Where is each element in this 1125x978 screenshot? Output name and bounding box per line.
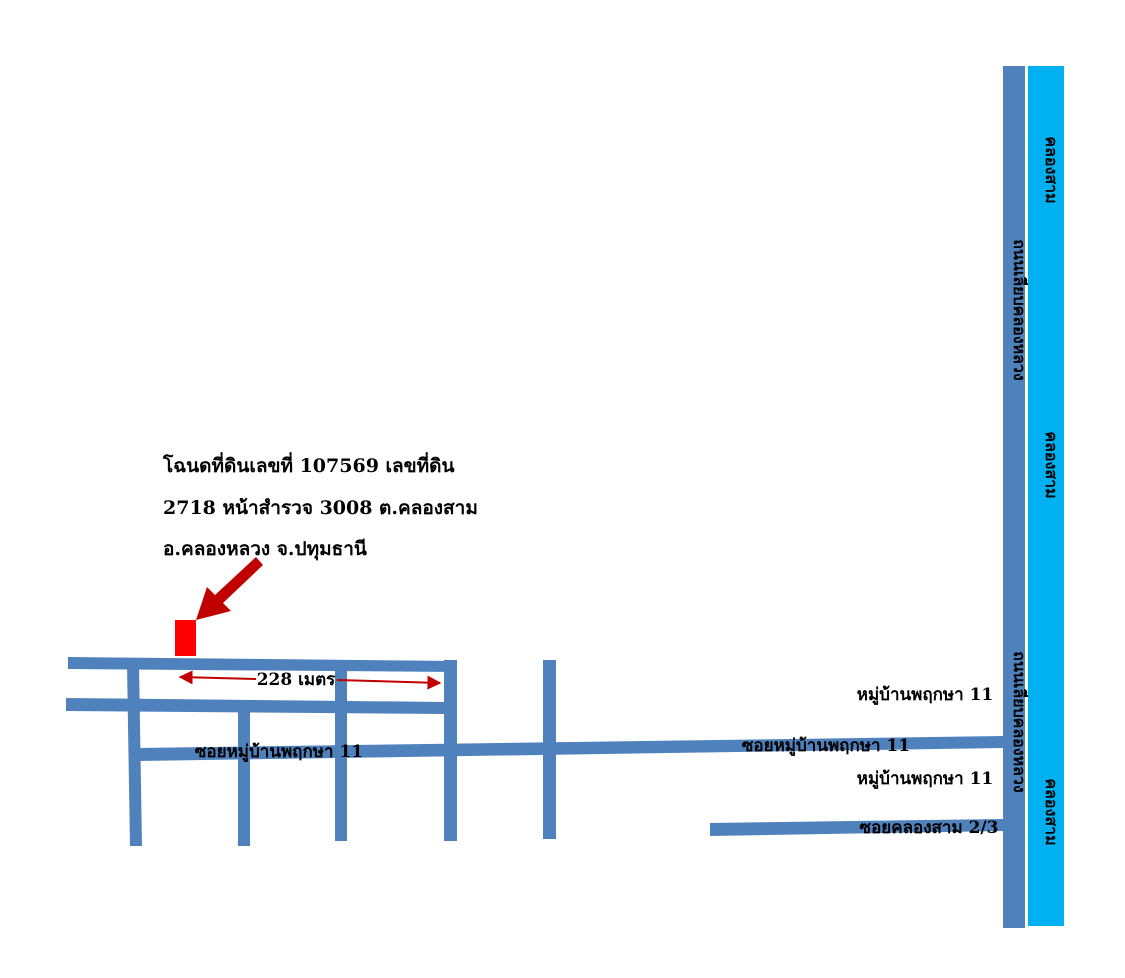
soi-main-road	[138, 736, 1003, 761]
distance-label: 228 เมตร	[257, 670, 336, 690]
plot-info-line-3: อ.คลองหลวง จ.ปทุมธานี	[163, 538, 367, 560]
branch-road-4	[444, 660, 457, 841]
canal-label-middle: คลองสาม	[1042, 431, 1061, 498]
measure-arrow-left	[178, 670, 257, 685]
main-road-label-upper: ถนนเลียบคลองหลวง	[1010, 239, 1029, 380]
road-top-horizontal	[68, 657, 457, 672]
canal-label-bottom: คลองสาม	[1042, 778, 1061, 845]
land-plot-marker	[175, 620, 196, 656]
plot-info-line-2: 2718 หน้าสำรวจ 3008 ต.คลองสาม	[163, 497, 478, 519]
soi-main-label-left: ซอยหมู่บ้านพฤกษา 11	[195, 742, 363, 763]
soi-khlong-sam-road	[710, 819, 1003, 836]
village-label-bottom: หมู่บ้านพฤกษา 11	[857, 769, 994, 790]
soi-main-label-right: ซอยหมู่บ้านพฤกษา 11	[742, 736, 910, 757]
measure-arrow-right	[336, 675, 442, 690]
pointer-arrow	[196, 557, 263, 620]
canal-khlong-sam	[1028, 66, 1064, 926]
main-road-label-lower: ถนนเลียบคลองหลวง	[1010, 651, 1029, 792]
main-road-vertical	[1003, 66, 1025, 928]
canal-label-top: คลองสาม	[1042, 136, 1061, 203]
soi-khlong-sam-label: ซอยคลองสาม 2/3	[860, 818, 999, 838]
village-label-top: หมู่บ้านพฤกษา 11	[857, 685, 994, 706]
branch-road-2	[238, 708, 250, 846]
branch-road-1	[127, 664, 142, 846]
plot-info-line-1: โฉนดที่ดินเลขที่ 107569 เลขที่ดิน	[163, 455, 455, 477]
branch-road-3	[335, 663, 347, 841]
road-second-horizontal	[66, 698, 447, 714]
branch-road-5	[543, 660, 556, 839]
